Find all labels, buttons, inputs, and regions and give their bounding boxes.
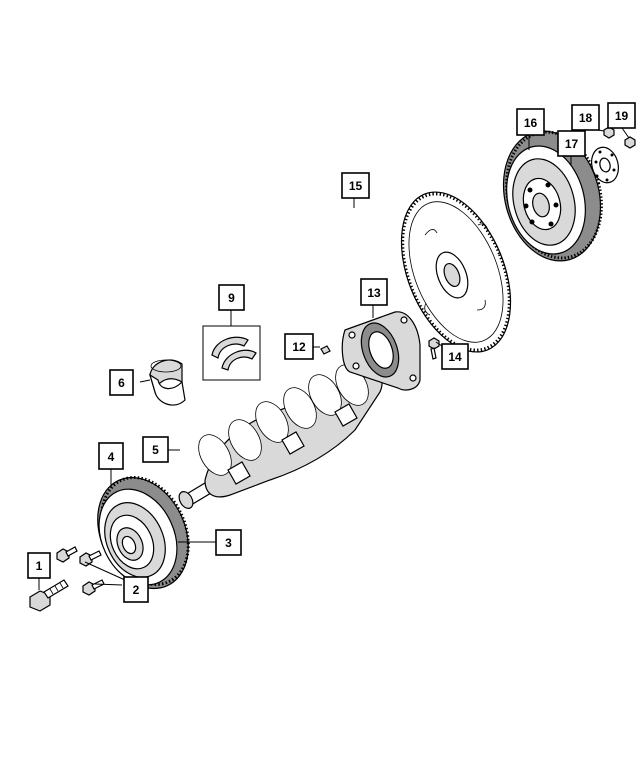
part-crankshaft-bolt	[29, 579, 69, 612]
part-main-bearing	[148, 359, 186, 406]
callout-label: 16	[524, 116, 538, 130]
part-thrust-washers	[202, 325, 261, 381]
callout-label: 15	[349, 179, 363, 193]
callout-19: 19	[607, 102, 636, 129]
callout-16: 16	[516, 108, 545, 136]
callout-2: 2	[123, 576, 149, 603]
callout-label: 13	[367, 286, 381, 300]
callout-label: 19	[615, 109, 629, 123]
callout-5: 5	[142, 436, 169, 463]
callout-18: 18	[571, 104, 600, 131]
callout-13: 13	[360, 278, 388, 306]
callout-12: 12	[284, 333, 314, 360]
callout-label: 1	[36, 559, 43, 573]
part-flexplate	[400, 191, 512, 353]
callout-15: 15	[341, 172, 370, 199]
part-flywheel	[502, 130, 603, 262]
callout-label: 6	[118, 376, 125, 390]
callout-14: 14	[441, 343, 469, 370]
callout-3: 3	[215, 529, 242, 556]
part-flexplate-bolt	[428, 337, 440, 360]
callout-label: 5	[152, 443, 159, 457]
callout-label: 12	[292, 340, 306, 354]
part-crankshaft	[178, 364, 383, 509]
callout-label: 9	[228, 291, 235, 305]
callout-label: 18	[579, 111, 593, 125]
callout-17: 17	[557, 130, 586, 157]
callout-label: 14	[448, 350, 462, 364]
part-vibration-damper	[97, 476, 190, 590]
part-bolt-19	[624, 136, 636, 149]
callout-label: 2	[133, 583, 140, 597]
callout-1: 1	[27, 552, 51, 579]
part-flywheel-plate	[591, 146, 619, 184]
part-dowel-pin	[320, 345, 331, 355]
callout-9: 9	[218, 284, 245, 311]
callout-6: 6	[109, 369, 134, 396]
callout-label: 17	[565, 137, 579, 151]
callout-label: 3	[225, 536, 232, 550]
part-rear-seal-retainer	[341, 311, 421, 391]
callout-4: 4	[98, 442, 124, 470]
callout-label: 4	[108, 450, 115, 464]
